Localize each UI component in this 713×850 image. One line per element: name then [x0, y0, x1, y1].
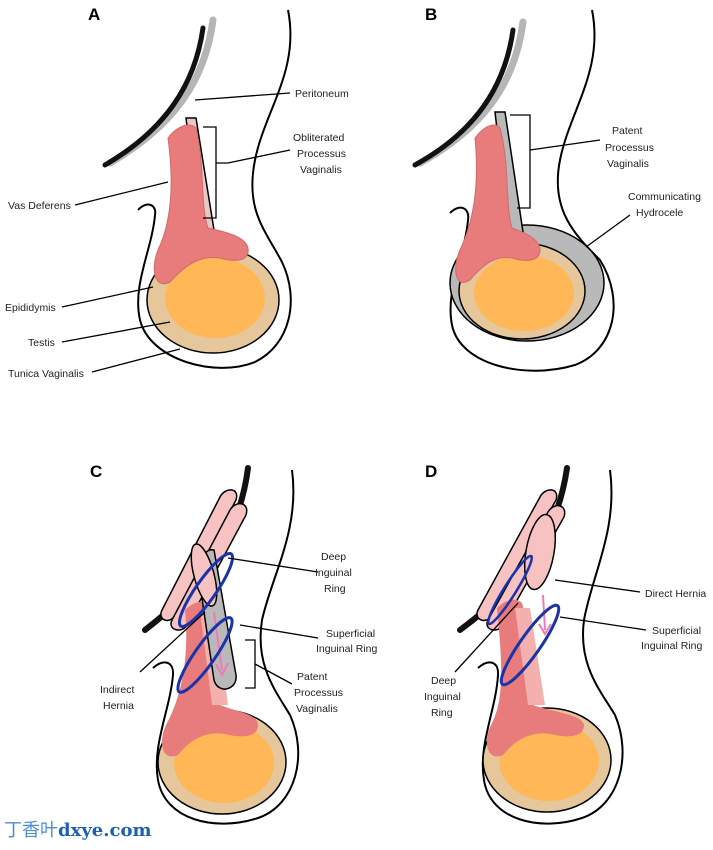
- panel-c-deep-label-1: Deep: [321, 551, 346, 563]
- panel-c-skin-outline: [152, 469, 300, 825]
- panel-a-vas-label: Vas Deferens: [8, 200, 71, 212]
- panel-d-superficial-leader: [559, 616, 647, 631]
- panel-a-epididymis-label: Epididymis: [5, 302, 56, 314]
- panel-d-deep-label-1: Deep: [431, 675, 456, 687]
- panel-a-obliterated-label-2: Processus: [297, 148, 346, 160]
- panel-a-testis-leader: [61, 321, 171, 343]
- panel-d-direct-hernia: [523, 513, 557, 591]
- panel-a-vas-leader: [74, 181, 169, 206]
- panel-d-letter: D: [425, 462, 437, 481]
- panel-c-superficial-label-1: Superficial: [326, 628, 375, 640]
- panel-a-peritoneum-leader: [194, 92, 291, 101]
- panel-b: B Patent Processus Vaginalis Communicati…: [412, 5, 701, 372]
- panel-c-patent-label-2: Processus: [294, 687, 343, 699]
- watermark-cjk: 丁香叶: [4, 820, 58, 841]
- panel-c: C Deep Inguinal Ring Superficial Inguina…: [90, 462, 377, 825]
- panel-c-indirect-label-1: Indirect: [100, 684, 135, 696]
- panel-a-peritoneum-dark: [102, 25, 206, 168]
- panel-c-testis: [174, 723, 274, 803]
- panel-d-deep-inguinal-ring: [486, 554, 534, 626]
- panel-c-superficial-label-2: Inguinal Ring: [316, 643, 377, 655]
- panel-d: D Direct Hernia Superficial Inguinal Rin…: [424, 462, 706, 825]
- panel-a-skin-outline: [137, 9, 292, 369]
- panel-b-hydrocele-leader: [585, 214, 631, 248]
- panel-d-testis: [499, 721, 599, 801]
- panel-a-vas-deferens: [153, 124, 249, 285]
- panel-d-skin-outline: [477, 469, 624, 825]
- panel-b-vas-deferens: [455, 124, 541, 283]
- panel-c-deep-ring-leader: [227, 557, 319, 573]
- panel-a-testis: [165, 258, 265, 338]
- panel-c-deep-label-2: Inguinal: [315, 567, 352, 579]
- panel-c-superficial-inguinal-ring: [176, 616, 234, 694]
- panel-b-patent-label-1: Patent: [612, 125, 642, 137]
- panel-a-tunica-label: Tunica Vaginalis: [8, 368, 84, 380]
- panel-d-vas-deferens: [487, 599, 584, 757]
- panel-d-direct-leader: [554, 579, 641, 593]
- panel-d-direct-label: Direct Hernia: [645, 588, 706, 600]
- panel-c-patent-label-3: Vaginalis: [296, 703, 338, 715]
- panel-b-testis: [474, 255, 574, 331]
- panel-b-peritoneum-dark: [412, 27, 516, 168]
- panel-b-hydrocele-label-2: Hydrocele: [636, 207, 683, 219]
- panel-b-patent-label-2: Processus: [605, 142, 654, 154]
- panel-a-epididymis-leader: [61, 286, 154, 308]
- panel-a-peritoneum-label: Peritoneum: [295, 88, 349, 100]
- panel-d-superficial-label-2: Inguinal Ring: [641, 640, 702, 652]
- panel-c-letter: C: [90, 462, 102, 481]
- panel-d-superficial-label-1: Superficial: [652, 625, 701, 637]
- panel-a-obliterated-label-3: Vaginalis: [300, 164, 342, 176]
- panel-c-deep-label-3: Ring: [324, 583, 346, 595]
- panel-c-deep-inguinal-ring: [177, 552, 235, 628]
- watermark: 丁香叶dxye.com: [4, 816, 152, 842]
- panel-d-deep-leader: [454, 602, 519, 673]
- panel-b-patent-label-3: Vaginalis: [607, 158, 649, 170]
- panel-a-obliterated-label-1: Obliterated: [293, 132, 345, 144]
- panel-a-testis-label: Testis: [28, 337, 55, 349]
- panel-d-superficial-inguinal-ring: [499, 603, 561, 687]
- panel-a-obliterated-bracket: [203, 126, 291, 219]
- panel-c-indirect-label-2: Hernia: [103, 700, 134, 712]
- panel-d-deep-label-2: Inguinal: [424, 691, 461, 703]
- panel-a: A Peritoneum Obliterated Processus Vagin…: [5, 5, 349, 380]
- panel-c-descent-arrow: [213, 611, 229, 678]
- panel-c-superficial-leader: [239, 624, 319, 639]
- panel-c-patent-bracket: [245, 639, 293, 689]
- watermark-latin: dxye.com: [58, 820, 152, 841]
- panel-d-deep-label-3: Ring: [431, 707, 453, 719]
- panel-b-hydrocele-label-1: Communicating: [628, 191, 701, 203]
- panel-c-indirect-leader: [139, 611, 206, 673]
- panel-d-vas-light: [515, 608, 545, 705]
- panel-a-tunica-leader: [91, 348, 181, 373]
- panel-b-letter: B: [425, 5, 437, 24]
- panel-b-patent-bracket: [510, 114, 601, 209]
- panel-a-letter: A: [88, 5, 100, 24]
- panel-c-patent-label-1: Patent: [297, 671, 327, 683]
